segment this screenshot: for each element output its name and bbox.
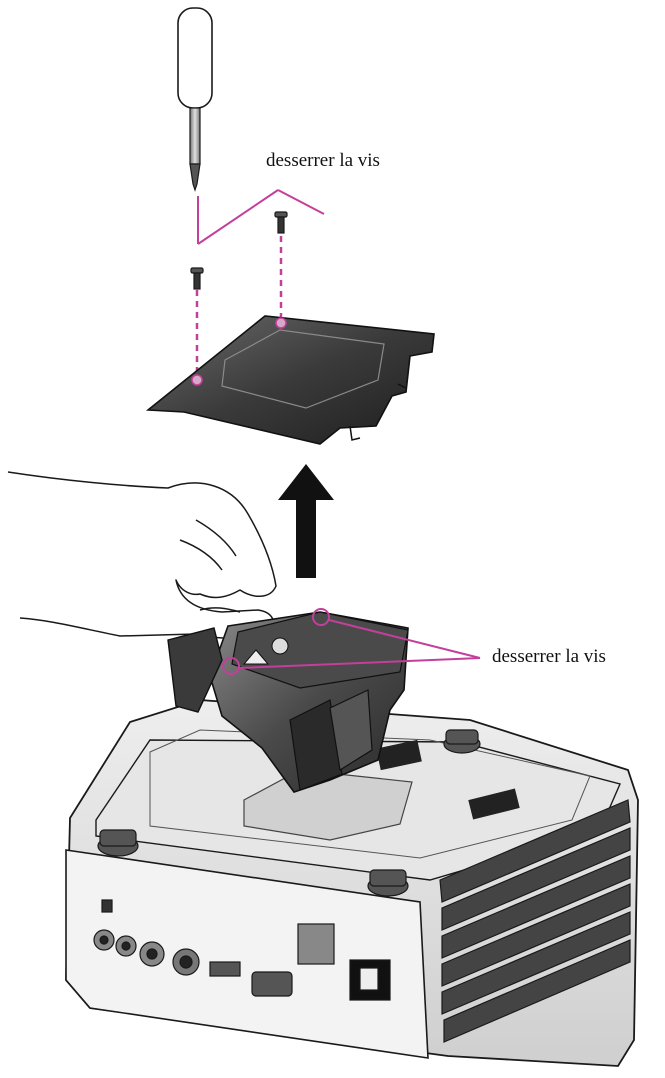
- loosen-screw-label-top: desserrer la vis: [266, 150, 380, 171]
- loosen-screw-label-right: desserrer la vis: [492, 646, 606, 667]
- projector-body: [65, 699, 639, 1067]
- screw-left-icon: [190, 267, 204, 290]
- lamp-cover: [145, 315, 435, 445]
- lamp-module: [167, 611, 409, 793]
- screwdriver-icon: [177, 7, 213, 192]
- screw-dash-lines: [195, 236, 283, 378]
- lamp-screw-circles: [222, 608, 330, 675]
- rear-ports: [93, 899, 391, 1001]
- screw-right-icon: [274, 211, 288, 234]
- right-leader-lines: [238, 619, 481, 669]
- top-leader-lines: [197, 189, 325, 245]
- hand-icon: [7, 471, 277, 640]
- up-arrow-icon: [278, 464, 334, 578]
